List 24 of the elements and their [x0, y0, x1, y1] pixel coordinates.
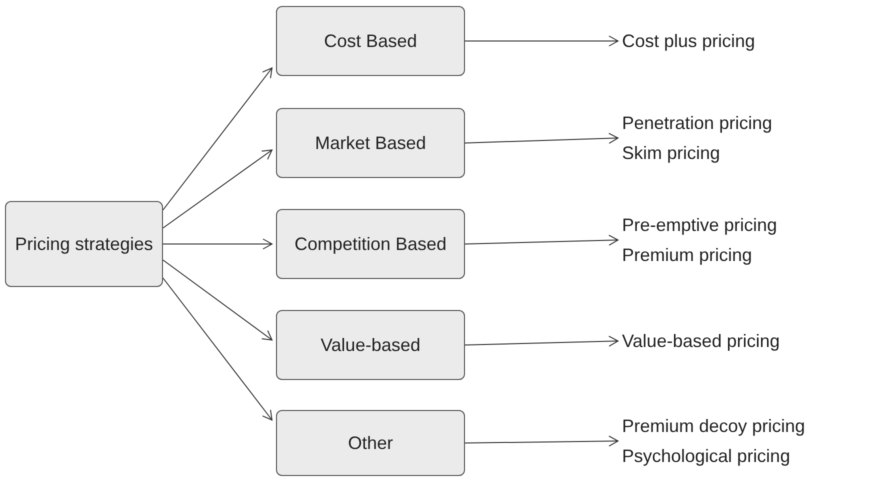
category-box: Pricing strategies [5, 201, 163, 287]
pricing-method: Psychological pricing [622, 445, 792, 468]
pricing-method: Skim pricing [622, 142, 722, 165]
arrow [162, 68, 272, 210]
arrow [162, 238, 272, 250]
pricing-method: Value-based pricing [622, 330, 781, 353]
arrow [464, 436, 618, 447]
pricing-method: Premium decoy pricing [622, 415, 806, 438]
arrow [162, 150, 272, 228]
category-box: Cost Based [276, 6, 465, 76]
category-box: Competition Based [276, 209, 465, 279]
pricing-method: Cost plus pricing [622, 30, 756, 53]
arrow [162, 260, 272, 340]
category-box: Market Based [276, 108, 465, 178]
pricing-method: Pre-emptive pricing [622, 214, 778, 237]
arrow [464, 132, 618, 144]
arrow [162, 278, 272, 420]
arrow [464, 234, 618, 246]
category-box: Value-based [276, 310, 465, 380]
arrow [464, 36, 618, 46]
pricing-method: Penetration pricing [622, 112, 774, 135]
category-box: Other [276, 410, 465, 476]
arrow [464, 336, 618, 347]
pricing-method: Premium pricing [622, 244, 754, 267]
